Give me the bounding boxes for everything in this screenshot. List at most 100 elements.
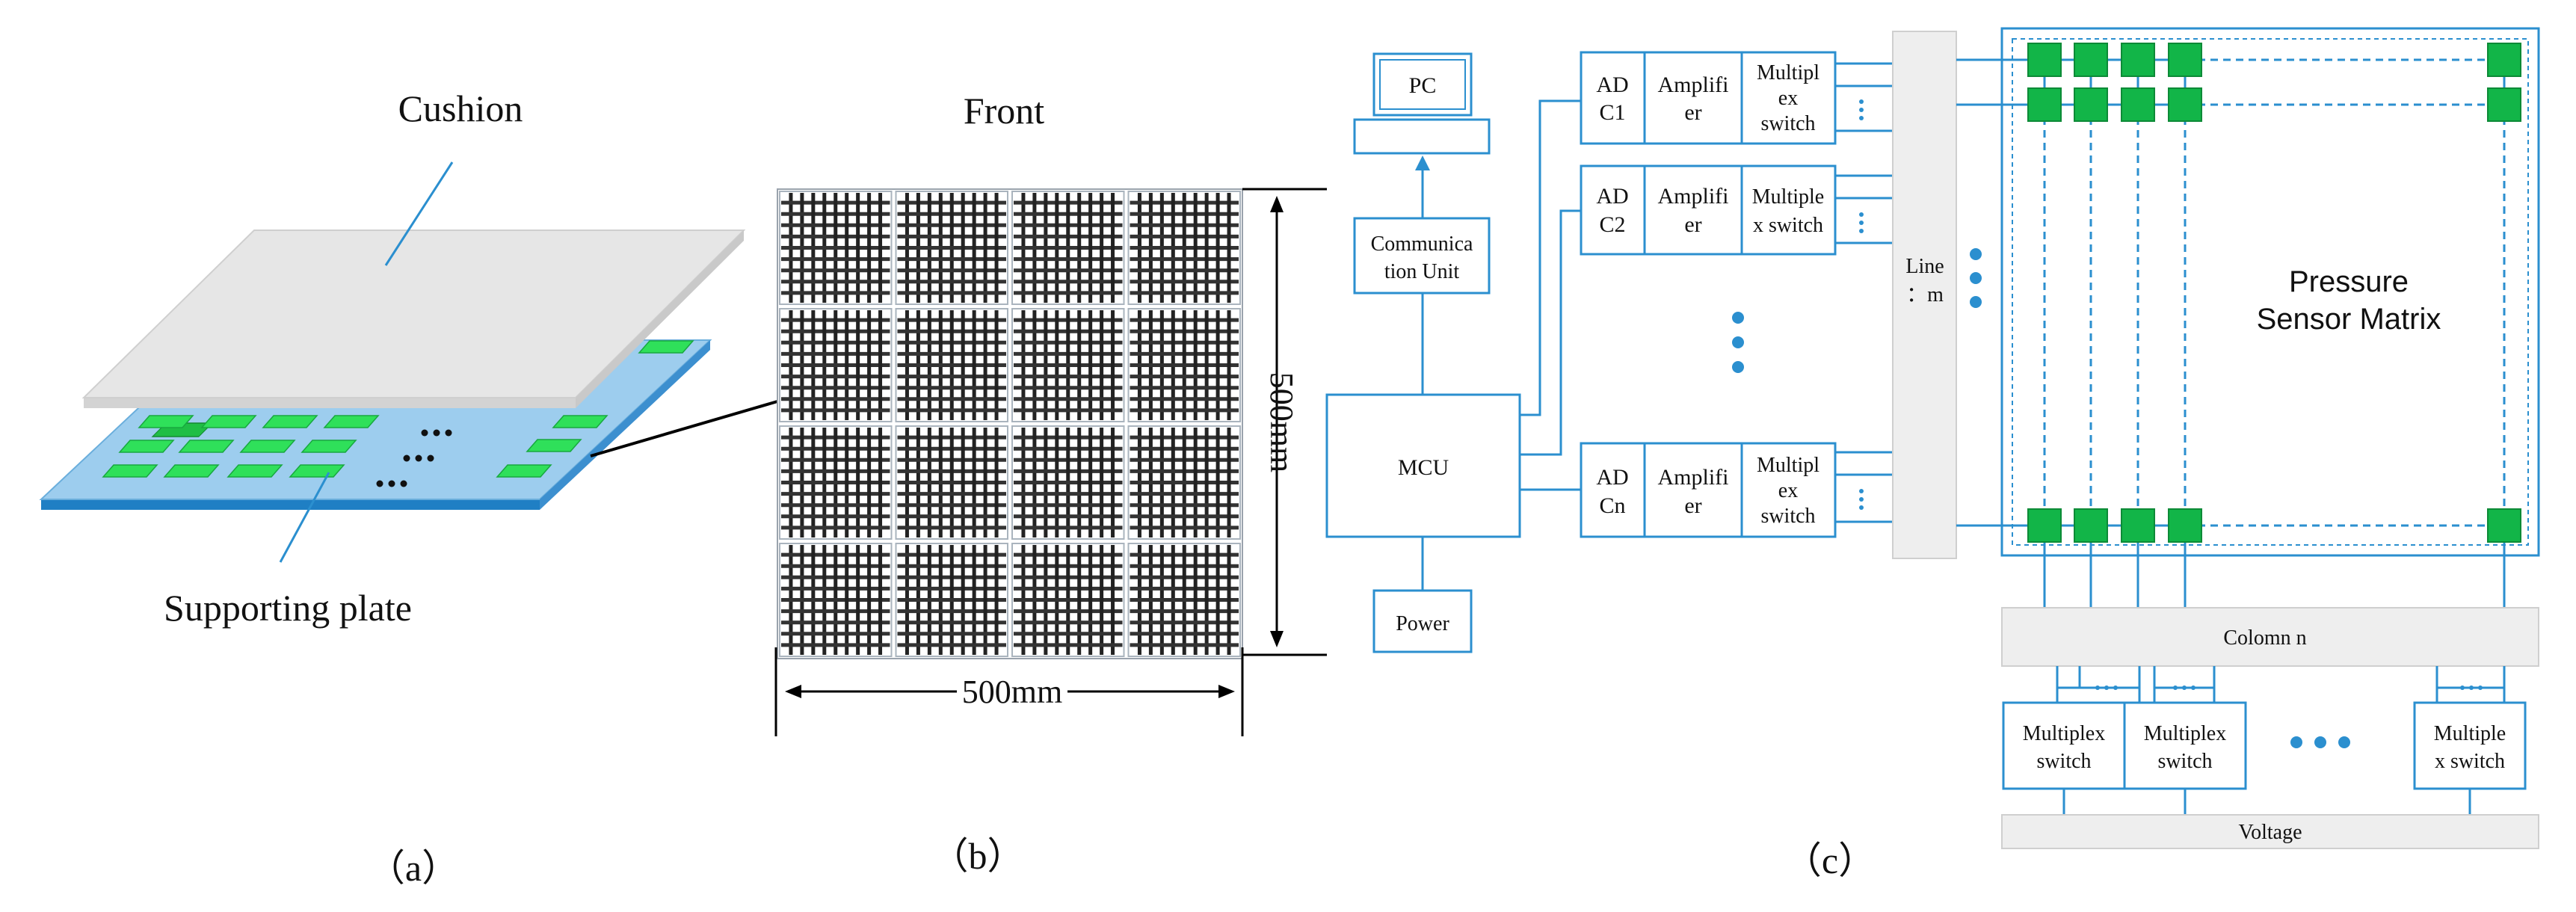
mesh-tile xyxy=(1011,425,1125,540)
height-arrow-top xyxy=(1270,196,1284,212)
sensor-node xyxy=(2168,508,2202,543)
pc-monitor xyxy=(1372,52,1473,117)
adc-label-line2: Cn xyxy=(1599,493,1625,518)
bottom-mux-1: Multiplex switch xyxy=(2002,701,2126,790)
sensor-node xyxy=(2074,43,2108,77)
matrix-label-line1: Pressure xyxy=(2289,265,2409,298)
mcu-to-adc1-wire xyxy=(1520,99,1581,416)
sensor-node xyxy=(2487,508,2521,543)
mesh-tile xyxy=(779,425,893,540)
sensor-node xyxy=(2074,508,2108,543)
sensor-node xyxy=(2027,43,2062,77)
bottom-mux-n: Multiple x switch xyxy=(2413,701,2527,790)
adc-label-line1: AD xyxy=(1596,73,1628,97)
comm-label-line2: tion Unit xyxy=(1384,260,1460,283)
sensor-pad xyxy=(301,440,357,453)
mux-label-line1: Multiplex xyxy=(2144,722,2226,745)
power-box xyxy=(1372,589,1473,653)
amplifier-label-line1: Amplifi xyxy=(1658,184,1729,209)
sensor-pad xyxy=(496,464,552,478)
mesh-tile xyxy=(779,308,893,422)
mux-label-line1: Multipl xyxy=(1757,61,1819,84)
mux-label-line2: x switch xyxy=(1753,214,1823,237)
width-arrow-right xyxy=(1218,685,1235,698)
multiplex-switch-box xyxy=(2413,701,2527,790)
line-label-line1: Line xyxy=(1905,255,1944,278)
sensor-node xyxy=(2487,43,2521,77)
amplifier-label-line2: er xyxy=(1684,212,1701,237)
amplifier-box xyxy=(1643,164,1743,256)
bottom-mux-2: Multiplex switch xyxy=(2123,701,2247,790)
panel-a: Cushion Supporting plate （a） xyxy=(39,87,778,889)
sensor-node xyxy=(2168,43,2202,77)
amplifier-box xyxy=(1643,51,1743,145)
sensor-node xyxy=(2168,87,2202,122)
sensor-pad xyxy=(102,464,158,478)
mcu-label: MCU xyxy=(1398,455,1449,480)
sensor-pad xyxy=(262,415,318,428)
sensor-node xyxy=(2027,508,2062,543)
adc-label-line2: C1 xyxy=(1599,100,1625,125)
mesh-tile xyxy=(895,543,1008,657)
plate-leader xyxy=(279,472,330,563)
width-arrow-left xyxy=(785,685,801,698)
mux-label-line1: Multiple xyxy=(2434,722,2506,745)
cushion-leader xyxy=(384,161,454,266)
sensor-matrix-grid xyxy=(1956,43,2521,608)
sensor-matrix-label-bg xyxy=(2235,221,2459,348)
comm-to-pc-arrow xyxy=(1415,155,1430,170)
height-label: 500mm xyxy=(1263,372,1300,472)
line-label-line2: ：m xyxy=(1906,283,1944,306)
multiplex-switch-box xyxy=(2002,701,2126,790)
sensor-pad xyxy=(289,464,345,478)
mesh-tile xyxy=(779,543,893,657)
mesh-tile xyxy=(1127,308,1241,422)
mux-to-line-wires xyxy=(1835,62,1893,523)
multiplex-switch-box xyxy=(2123,701,2247,790)
panel-b: Front 500mm 500mm （b） xyxy=(774,90,1327,877)
height-arrow-bottom xyxy=(1270,631,1284,647)
sensor-pad xyxy=(163,464,220,478)
mesh-tile xyxy=(1011,308,1125,422)
supporting-plate-label: Supporting plate xyxy=(164,587,412,629)
mux-to-voltage-wires xyxy=(2062,789,2471,815)
mesh-tile xyxy=(1127,191,1241,305)
communication-unit xyxy=(1353,217,1491,295)
supporting-plate-side xyxy=(540,340,710,510)
plate-to-front-connector xyxy=(590,400,778,457)
multiplex-switch-box xyxy=(1740,51,1837,145)
line-ellipsis xyxy=(1970,248,1982,308)
matrix-label-line2: Sensor Matrix xyxy=(2257,303,2441,336)
mux-label-line2: ex xyxy=(1778,479,1798,502)
channel-1: AD C1 Amplifi er Multipl ex switch xyxy=(1580,51,1837,145)
power-label: Power xyxy=(1396,612,1449,635)
sensor-pad-group xyxy=(102,340,694,478)
amplifier-label-line2: er xyxy=(1684,100,1701,125)
comm-label-line1: Communica xyxy=(1371,232,1473,256)
mesh-tile xyxy=(1011,191,1125,305)
adc-label-line1: AD xyxy=(1596,465,1628,490)
mesh-tile xyxy=(779,191,893,305)
adc-box xyxy=(1580,51,1646,145)
column-bar xyxy=(2001,607,2539,667)
mesh-tile xyxy=(895,191,1008,305)
multiplex-switch-box xyxy=(1740,442,1837,538)
channel-n: AD Cn Amplifi er Multipl ex switch xyxy=(1580,442,1837,538)
front-label: Front xyxy=(964,90,1044,132)
amplifier-label-line2: er xyxy=(1684,493,1701,518)
pc-label: PC xyxy=(1409,73,1437,98)
adc-box xyxy=(1580,442,1646,538)
column-label: Colomn n xyxy=(2223,626,2306,650)
cushion-side xyxy=(576,230,744,408)
sensor-pad xyxy=(227,464,283,478)
mux-label-line1: Multipl xyxy=(1757,454,1819,477)
adc-box xyxy=(1580,164,1646,256)
width-label: 500mm xyxy=(962,674,1062,710)
mesh-tile xyxy=(895,308,1008,422)
bottom-mux-ellipsis xyxy=(2290,736,2350,748)
supporting-plate-edge xyxy=(41,499,540,510)
adc-label-line2: C2 xyxy=(1599,212,1625,237)
sensor-pad xyxy=(552,415,608,428)
line-bar xyxy=(1892,31,1957,559)
